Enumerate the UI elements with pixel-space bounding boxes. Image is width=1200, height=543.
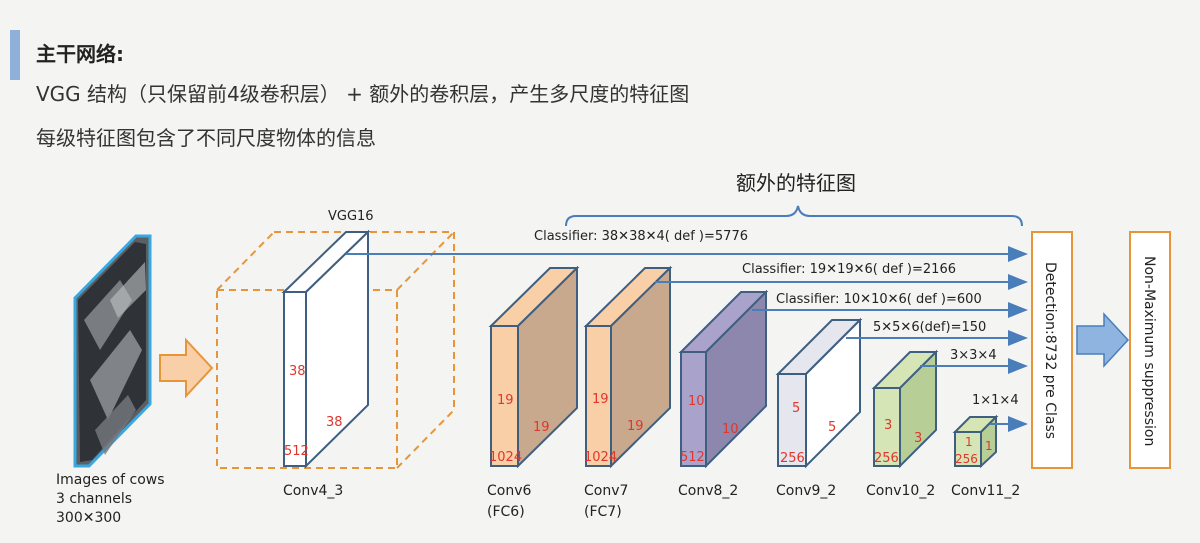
conv8-2-channels: 512	[680, 450, 705, 465]
description-line-2: 每级特征图包含了不同尺度物体的信息	[36, 126, 376, 150]
conv8-2-label: Conv8_2	[678, 483, 738, 499]
conv10-2-label: Conv10_2	[866, 483, 935, 499]
conv11-2-height: 1	[965, 435, 973, 449]
input-label-3: 300✕300	[56, 510, 121, 526]
conv9-2-height: 5	[792, 401, 800, 416]
conv8-2-block	[678, 289, 769, 469]
conv7-width: 19	[627, 419, 644, 434]
conv6-height: 19	[497, 393, 514, 408]
nms-box	[1129, 231, 1171, 469]
classifier-label-conv10-2: 3×3×4	[950, 348, 997, 363]
detection-to-nms-arrow	[1076, 312, 1130, 368]
conv6-width: 19	[533, 420, 550, 435]
conv7-sublabel: (FC7)	[584, 504, 622, 520]
conv4-3-block	[281, 229, 371, 469]
conv7-height: 19	[592, 392, 609, 407]
conv11-2-width: 1	[985, 439, 993, 453]
input-label-1: Images of cows	[56, 472, 165, 488]
vgg16-label: VGG16	[328, 209, 374, 224]
classifier-label-conv8-2: Classifier: 10✕10✕6( def )=600	[776, 292, 982, 307]
classifier-label-conv9-2: 5✕5✕6(def)=150	[873, 320, 986, 335]
nms-label: Non-Maximum suppression	[1141, 256, 1157, 446]
conv8-2-width: 10	[722, 422, 739, 437]
input-to-vgg-arrow	[159, 337, 214, 399]
conv6-label: Conv6	[487, 483, 531, 499]
conv9-2-width: 5	[828, 420, 836, 435]
input-image	[73, 234, 152, 468]
extra-feature-maps-title: 额外的特征图	[736, 171, 856, 195]
conv10-2-width: 3	[914, 431, 922, 446]
extra-feature-maps-brace	[565, 205, 1023, 227]
conv6-sublabel: (FC6)	[487, 504, 525, 520]
conv4-3-channels: 512	[284, 444, 309, 459]
conv6-channels: 1024	[489, 450, 522, 465]
conv10-2-channels: 256	[874, 451, 899, 466]
conv9-2-channels: 256	[780, 451, 805, 466]
description-line-1: VGG 结构（只保留前4级卷积层） + 额外的卷积层，产生多尺度的特征图	[36, 82, 690, 106]
conv9-2-block	[775, 317, 863, 469]
conv11-2-channels: 256	[955, 452, 978, 466]
accent-bar	[10, 30, 20, 80]
classifier-label-conv4-3: Classifier: 38✕38✕4( def )=5776	[534, 229, 748, 244]
conv11-2-label: Conv11_2	[951, 483, 1020, 499]
conv4-3-label: Conv4_3	[283, 483, 343, 499]
conv4-3-width: 38	[326, 415, 343, 430]
classifier-label-conv7: Classifier: 19✕19✕6( def )=2166	[742, 262, 956, 277]
conv10-2-height: 3	[884, 418, 892, 433]
input-label-2: 3 channels	[56, 491, 132, 507]
conv10-2-block	[871, 349, 939, 469]
conv4-3-height: 38	[289, 364, 306, 379]
conv7-block	[583, 265, 673, 469]
conv7-label: Conv7	[584, 483, 628, 499]
classifier-label-conv11-2: 1×1×4	[972, 393, 1019, 408]
conv7-channels: 1024	[584, 450, 617, 465]
detection-label: Detection:8732 pre Class	[1042, 262, 1058, 439]
conv11-2-block	[952, 414, 999, 469]
conv9-2-label: Conv9_2	[776, 483, 836, 499]
conv8-2-height: 10	[688, 394, 705, 409]
conv6-block	[488, 265, 580, 469]
slide-heading: 主干网络:	[36, 42, 124, 66]
detection-box	[1031, 231, 1073, 469]
